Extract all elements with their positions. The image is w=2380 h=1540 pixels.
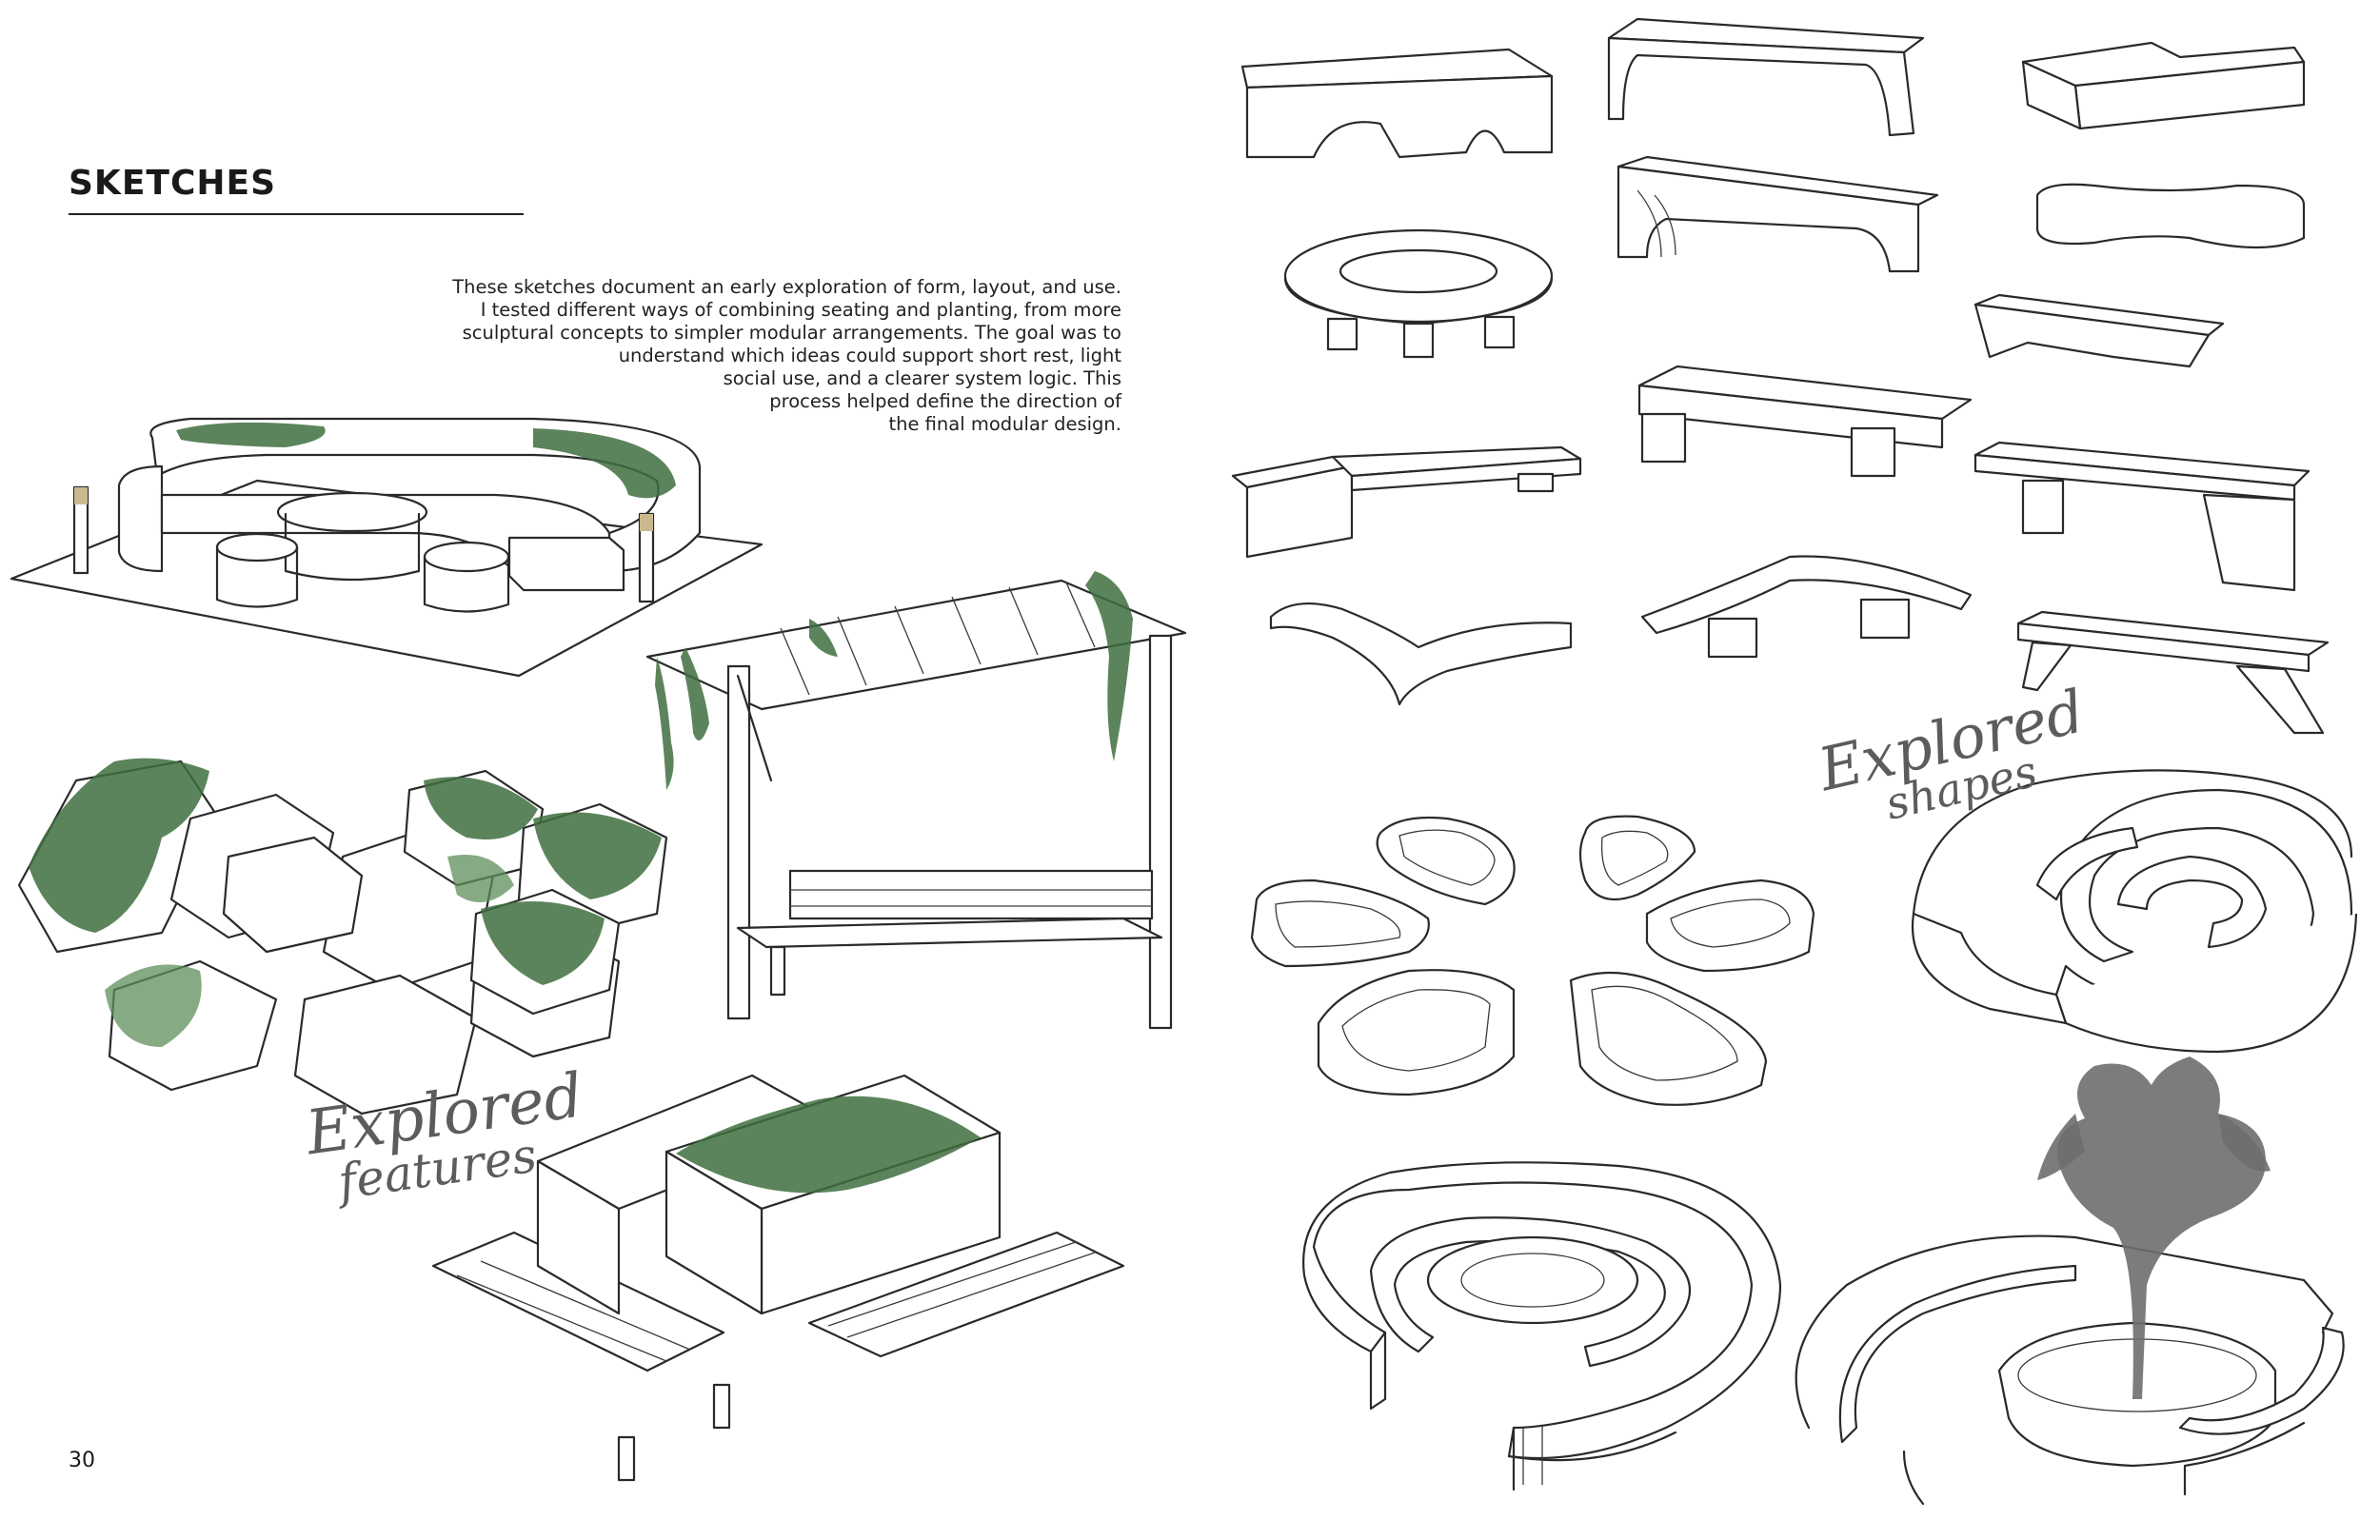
sketch-pergola-bench — [645, 571, 1187, 1030]
sketch-bench-wedge-block — [1973, 441, 2311, 592]
intro-line: I tested different ways of combining sea… — [480, 299, 1121, 321]
sketch-bench-sloped — [1973, 293, 2225, 368]
page-number: 30 — [69, 1449, 95, 1472]
sketch-bench-l-shaped — [2021, 41, 2306, 130]
sketch-bench-layered — [1616, 155, 1939, 273]
sketch-bench-angled-legs — [2016, 610, 2330, 735]
sketch-bench-arched — [1240, 48, 1554, 159]
intro-line: the final modular design. — [888, 413, 1121, 435]
sketch-bench-curved-low — [2035, 183, 2306, 249]
sketch-tree-bench — [1795, 1056, 2345, 1506]
sketch-bench-ring — [1283, 228, 1554, 359]
sketch-spiral-bench — [1911, 769, 2358, 1054]
intro-paragraph: These sketches document an early explora… — [381, 276, 1121, 436]
intro-line: understand which ideas could support sho… — [618, 345, 1121, 366]
sketch-curved-lounge — [10, 417, 764, 678]
page-title: SKETCHES — [69, 164, 277, 203]
sketch-hex-modules — [17, 758, 668, 1116]
intro-line: sculptural concepts to simpler modular a… — [462, 322, 1121, 344]
title-underline — [69, 213, 524, 215]
intro-line: These sketches document an early explora… — [452, 276, 1121, 298]
intro-line: process helped define the direction of — [769, 390, 1121, 412]
sketch-amphitheater — [1302, 1161, 1782, 1491]
sketch-bench-wave-deck — [1640, 555, 1973, 659]
intro-line: social use, and a clearer system logic. … — [723, 367, 1121, 389]
sketch-bench-planter-box — [1231, 445, 1582, 559]
sketch-petal-planters — [1250, 815, 1815, 1106]
sketch-deck-planter — [431, 1074, 1125, 1482]
sketch-bench-wave-sculpt — [1269, 602, 1573, 706]
sketch-bench-slab — [1637, 365, 1973, 478]
sketch-bench-bentwood — [1607, 17, 1925, 137]
